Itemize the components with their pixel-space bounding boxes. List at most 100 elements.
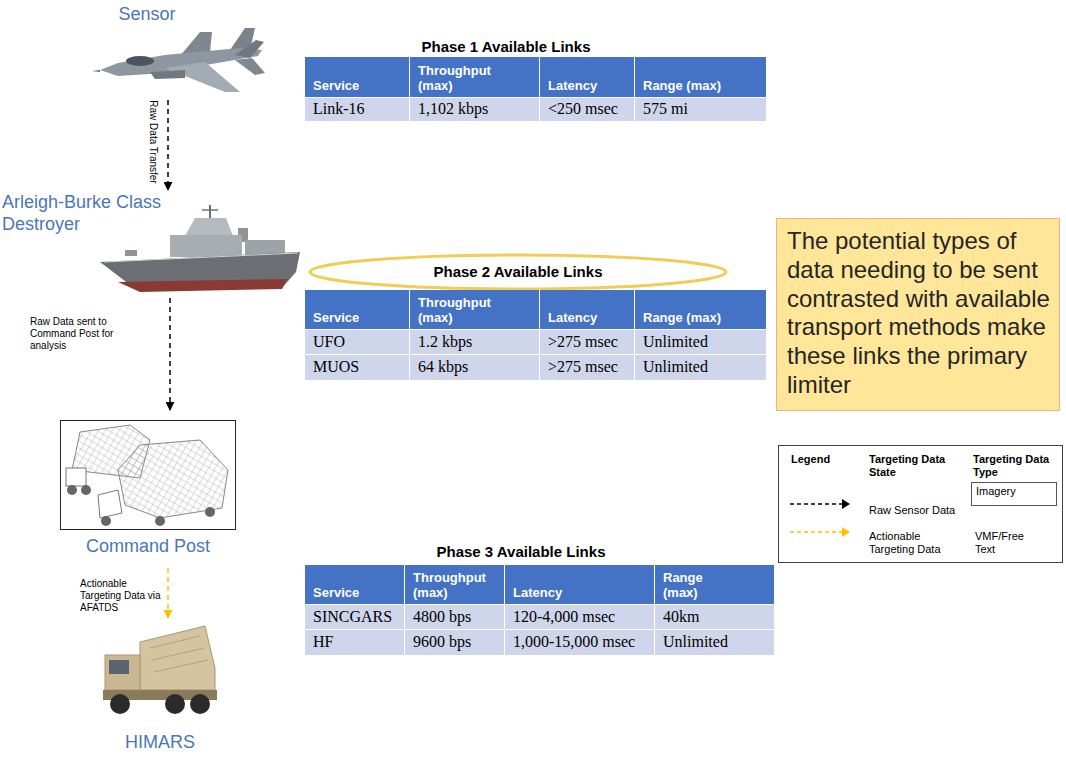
table-header: Range (max) [643,79,721,94]
ship-illustration-part [209,205,211,220]
command-post-illustration-part [98,490,122,518]
command-post-illustration-part [66,468,86,486]
legend-header: Targeting Data Type [973,453,1058,479]
legend-line [790,531,843,533]
table-cell: >275 msec [540,330,635,355]
table-cell: 1.2 kbps [410,330,540,355]
legend-sample [789,498,851,510]
node-label: Command Post [86,536,210,558]
raw-data-arrow [167,100,169,190]
table-header-cell: Throughput (max) [405,565,505,605]
himars-illustration-part [165,694,185,714]
legend-header: Legend [791,453,861,466]
table-value: Unlimited [643,333,708,351]
table-header: Service [313,586,359,601]
ship-illustration-part [100,252,300,291]
table-cell: 575 mi [635,98,767,122]
image-frame [60,420,236,530]
legend-cell: VMF/Free Text [975,530,1033,556]
table-cell: UFO [305,330,410,355]
node-label: The potential types of data needing to b… [787,227,1055,400]
node-label: HIMARS [125,732,195,754]
table-value: MUOS [313,358,359,376]
table-value: Unlimited [663,633,728,651]
legend-arrowhead [842,527,850,537]
himars-illustration-part [140,626,215,690]
legend-text: Raw Sensor Data [869,504,964,517]
legend-text: Actionable Targeting Data [869,530,947,556]
table-header: Throughput (max) [418,296,503,326]
ship-illustration-part [202,209,218,211]
table-cell: 64 kbps [410,355,540,381]
table-header-cell: Range (max) [655,565,775,605]
edge-label: Actionable Targeting Data via AFATDS [80,578,162,614]
sensor-node: Sensor [95,4,265,98]
command-post-illustration-part [155,516,165,526]
ship-illustration-part [170,235,242,257]
table-title: Phase 2 Available Links [434,263,603,281]
himars-illustration [103,626,217,714]
table-value: UFO [313,333,345,351]
table-title: Phase 1 Available Links [422,38,591,56]
jet-illustration-part [92,70,100,72]
table-value: 1,102 kbps [418,100,488,118]
table-cell: 9600 bps [405,630,505,656]
table-value: 1,000-15,000 msec [513,633,635,651]
table-cell: <250 msec [540,98,635,122]
table-cell: 4800 bps [405,605,505,630]
table-cell: 1,102 kbps [410,98,540,122]
edge-label: Raw Data sent to Command Post for analys… [30,316,140,352]
table-value: 120-4,000 msec [513,608,615,626]
table-value: 1.2 kbps [418,333,472,351]
table-header: Latency [548,311,597,326]
himars-illustration-part [150,636,208,672]
himars-illustration-part [110,694,130,714]
table-header-cell: Range (max) [635,290,767,330]
raw-data-arrow [169,298,171,410]
legend-arrowhead [842,499,850,509]
table-header: Service [313,79,359,94]
command-post-node: Command Post [60,412,236,566]
table-header: Latency [513,586,562,601]
table-value: >275 msec [548,333,618,351]
table-header-cell: Service [305,290,410,330]
targeting-data-arrow [167,568,169,618]
table-header: Range (max) [663,571,713,601]
himars-node: HIMARS [95,620,225,760]
command-post-illustration [66,425,228,526]
node-label: Sensor [119,4,176,26]
table-header-cell: Range (max) [635,57,767,98]
table-value: Unlimited [643,358,708,376]
table-value: 4800 bps [413,608,471,626]
table-header: Throughput (max) [418,64,503,94]
command-post-illustration-part [67,485,77,495]
table-value: 40km [663,608,699,626]
callout-box: The potential types of data needing to b… [776,218,1060,411]
table-header-cell: Throughput (max) [410,57,540,98]
table-header-cell: Service [305,57,410,98]
table-cell: >275 msec [540,355,635,381]
table-cell: Unlimited [635,330,767,355]
node-label: Arleigh-Burke Class Destroyer [2,192,180,235]
table-value: HF [313,633,333,651]
himars-illustration-part [190,694,210,714]
destroyer-node: Arleigh-Burke Class Destroyer [0,192,302,296]
ship-illustration-part [245,240,285,255]
jet-illustration-part [235,40,264,58]
ship-illustration [100,205,300,292]
table-value: 575 mi [643,100,688,118]
jet-illustration [92,28,265,92]
legend-cell: Imagery [971,482,1057,506]
table-cell: 120-4,000 msec [505,605,655,630]
table-value: 64 kbps [418,358,468,376]
himars-illustration-part [109,660,129,674]
table-cell: Unlimited [655,630,775,656]
table-value: >275 msec [548,358,618,376]
table-header-cell: Latency [505,565,655,605]
table-value: SINCGARS [313,608,392,626]
highlight-ellipse [310,255,726,289]
table-cell: 40km [655,605,775,630]
table-header: Latency [548,79,597,94]
table-cell: 1,000-15,000 msec [505,630,655,656]
